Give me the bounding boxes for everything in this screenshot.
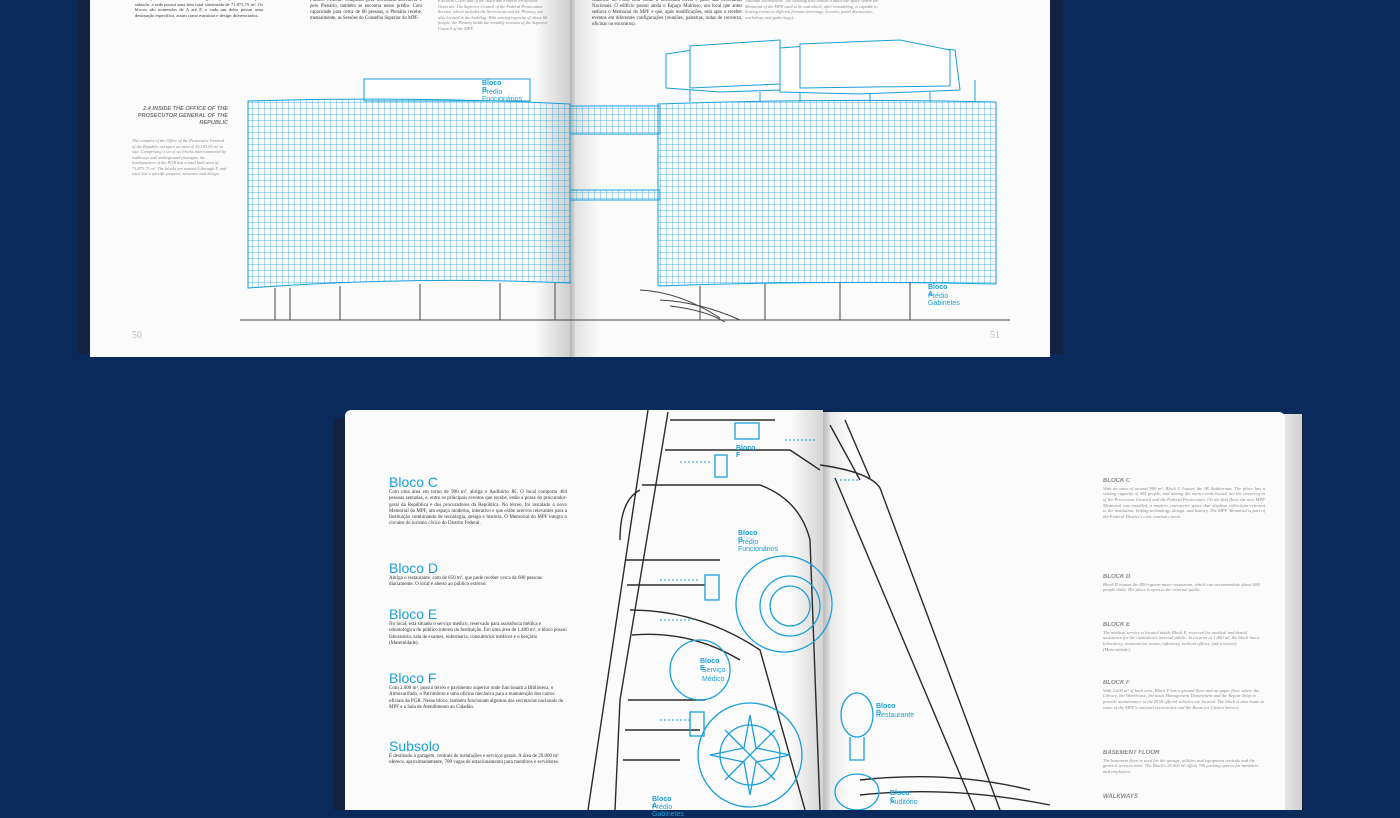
bloco-f-section: Bloco F Com 2.600 m², possui térreo e pa…	[389, 670, 567, 738]
map-label-bloco-e-title: Bloco E	[700, 658, 720, 672]
map-label-bloco-f: Bloco F	[736, 445, 756, 459]
bloco-a-facade	[657, 99, 997, 287]
block-e-heading-en: BLOCK E	[1103, 622, 1130, 628]
bloco-e-text: No local, está situado o serviço médico,…	[389, 622, 567, 646]
block-f-heading-en: BLOCK F	[1103, 680, 1130, 686]
bottom-spine-shadow-right	[823, 410, 849, 810]
right-page-english-text: National Secretariats. The building also…	[745, 0, 879, 20]
block-c-text-en: With an area of around 900 m², Block C h…	[1103, 485, 1265, 520]
map-label-bloco-d-title: Bloco D	[876, 703, 896, 717]
subsolo-heading: Subsolo	[389, 738, 440, 754]
block-f-text-en: With 2,600 m² of built area, Block F has…	[1103, 687, 1265, 710]
bloco-c-text: Com uma área em torno de 900 m², abriga …	[389, 490, 567, 527]
section-body: The complex of the Office of the Prosecu…	[132, 138, 227, 176]
bottom-right-page: BLOCK C With an area of around 900 m², B…	[823, 412, 1285, 810]
map-label-bloco-e-line2: Serviço	[702, 667, 726, 674]
map-label-bloco-a-subtitle: Prédio Gabinetes	[652, 804, 684, 818]
block-e-text-en: The medical service is located inside Bl…	[1103, 629, 1260, 652]
label-bloco-a-subtitle: Prédio Gabinetes	[928, 293, 960, 307]
subsolo-text: É destinado à garagem, centrais de insta…	[389, 754, 560, 766]
map-label-bloco-a-title: Bloco A	[652, 796, 672, 810]
block-c-section-en: BLOCK C With an area of around 900 m², B…	[1103, 478, 1265, 574]
building-illustration	[240, 39, 1010, 323]
label-bloco-b-title: Bloco B	[482, 80, 502, 94]
block-c-heading-en: BLOCK C	[1103, 478, 1131, 484]
right-page-body-text: Gabinete do PGR, bem como a Secretaria G…	[592, 0, 742, 27]
block-d-section-en: BLOCK D Block D houses the 850-square-me…	[1103, 574, 1265, 622]
bloco-c-ring	[759, 575, 821, 637]
label-bloco-a-title: Bloco A	[928, 284, 948, 298]
bloco-d-heading: Bloco D	[389, 560, 439, 576]
bloco-a-star	[709, 714, 791, 796]
block-f-section-en: BLOCK F With 2,600 m² of built area, Blo…	[1103, 680, 1265, 750]
bloco-c-outer	[735, 555, 833, 653]
left-page-body-text: Público Federal, composto pela Secretari…	[310, 0, 422, 21]
page-number-51: 51	[990, 330, 1000, 341]
site-blocks	[669, 422, 880, 810]
bloco-e-section: Bloco E No local, está situado o serviço…	[389, 606, 567, 670]
bloco-e-heading: Bloco E	[389, 606, 438, 622]
bloco-f-text: Com 2.600 m², possui térreo e pavimento …	[389, 686, 564, 710]
bloco-f-heading: Bloco F	[389, 670, 437, 686]
label-bloco-b-subtitle: Prédio Funcionários	[482, 89, 523, 103]
bottom-book-page-edges	[1282, 414, 1302, 810]
map-label-bloco-c-subtitle: Auditório	[890, 799, 918, 806]
basement-text-en: The basement floor is used for the garag…	[1103, 757, 1259, 774]
subsolo-section: Subsolo É destinado à garagem, centrais …	[389, 738, 567, 792]
bloco-f-shape	[734, 422, 760, 440]
top-spine-shadow-right	[570, 0, 600, 357]
bloco-c-section: Bloco C Com uma área em torno de 900 m²,…	[389, 474, 567, 560]
section-title: 2.4 INSIDE THE OFFICE OF THE PROSECUTOR …	[137, 106, 228, 126]
page-number-50: 50	[132, 330, 142, 341]
basement-heading-en: BASEMENT FLOOR	[1103, 750, 1160, 756]
bloco-descriptions: Bloco C Com uma área em torno de 900 m²,…	[389, 474, 567, 792]
map-label-bloco-b-title: Bloco B	[738, 530, 758, 544]
walkways-heading-en: WALKWAYS	[1103, 794, 1138, 800]
block-d-text-en: Block D houses the 850-square-meter rest…	[1103, 581, 1260, 593]
bloco-d-section: Bloco D Abriga o restaurante, com de 850…	[389, 560, 567, 606]
left-page-intro-text: um conjunto de seis blocos interligados …	[135, 0, 263, 19]
map-label-bloco-b-subtitle: Prédio Funcionários	[738, 539, 779, 553]
connector-upper	[569, 105, 661, 135]
site-arrows	[660, 439, 860, 721]
bloco-f-ramp	[714, 454, 728, 478]
map-label-bloco-d-subtitle: Restaurante	[876, 712, 915, 719]
basement-section-en: BASEMENT FLOOR The basement floor is use…	[1103, 750, 1265, 794]
block-d-heading-en: BLOCK D	[1103, 574, 1131, 580]
bloco-a-circle	[697, 702, 803, 808]
roof-pavilions	[665, 39, 976, 102]
map-label-bloco-c-title: Bloco C	[890, 790, 910, 804]
bloco-d-shape	[840, 692, 874, 738]
bloco-e-circle	[669, 639, 731, 701]
bloco-b-facade	[247, 98, 571, 289]
site-roads	[587, 409, 1051, 810]
bottom-left-page: Bloco C Com uma área em torno de 900 m²,…	[345, 410, 823, 810]
block-e-section-en: BLOCK E The medical service is located i…	[1103, 622, 1265, 680]
english-block-descriptions: BLOCK C With an area of around 900 m², B…	[1103, 478, 1265, 802]
ground-structure	[240, 282, 1010, 323]
bloco-d-text: Abriga o restaurante, com de 850 m², que…	[389, 576, 542, 588]
left-page-english-text: Electoral Court and of the Associate Fed…	[438, 0, 548, 31]
map-label-bloco-e-line3: Médico	[702, 676, 725, 683]
bloco-c-heading: Bloco C	[389, 474, 439, 490]
